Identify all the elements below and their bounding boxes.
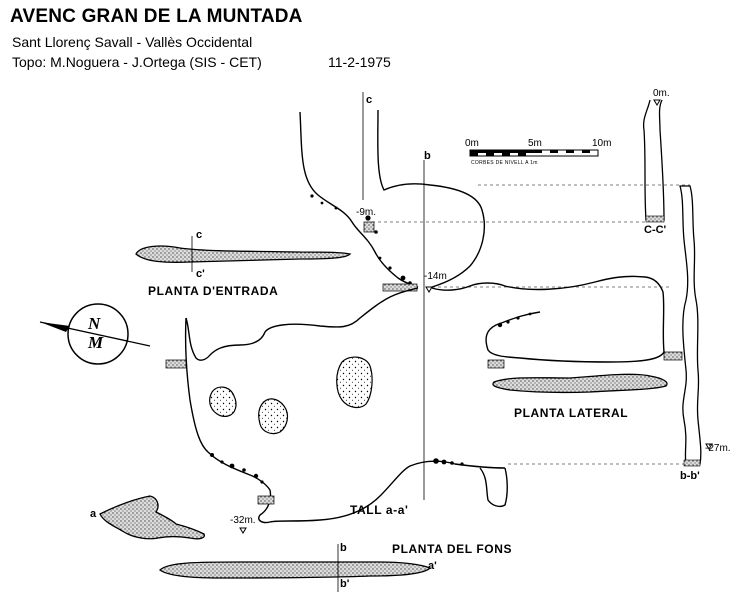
section-label-c: c	[196, 229, 203, 241]
scale-bar	[469, 149, 599, 157]
planta-lateral-shape	[492, 373, 668, 394]
scale-10m: 10m	[592, 138, 612, 149]
survey-date: 11-2-1975	[328, 54, 391, 70]
ledge-32	[257, 495, 275, 505]
label-planta-lateral: PLANTA LATERAL	[514, 406, 629, 420]
scale-0m: 0m	[465, 138, 479, 149]
rock-debris-entrance	[310, 194, 412, 285]
tall-bottom-step2	[258, 489, 272, 524]
tall-upper-right	[377, 109, 486, 288]
depth-marker-icons	[239, 99, 713, 534]
section-label-c-prime: c'	[196, 268, 205, 280]
planta-entrada-shape	[135, 245, 352, 263]
tall-chamber-lower-right	[485, 311, 665, 363]
planta-fons-shape	[159, 561, 432, 579]
page-title: AVENC GRAN DE LA MUNTADA	[10, 6, 303, 27]
section-bb-floor	[683, 459, 701, 467]
depth-32: -32m.	[230, 515, 256, 526]
section-label-a-prime: a'	[428, 560, 437, 572]
ledge-14	[382, 283, 418, 292]
section-label-cc: C-C'	[644, 224, 667, 236]
section-label-c-top: c	[366, 94, 373, 106]
tall-bottom-step	[479, 467, 508, 508]
ledge-left	[165, 359, 187, 369]
pillar-2	[258, 398, 289, 435]
tall-chamber-right	[431, 275, 665, 353]
ledge-right	[663, 351, 683, 361]
label-planta-fons: PLANTA DEL FONS	[392, 542, 513, 556]
depth-0: 0m.	[653, 88, 670, 99]
compass-letter-m: M	[88, 333, 104, 352]
section-bb	[679, 185, 702, 465]
tall-chamber-wall	[185, 287, 419, 361]
depth-14: -14m	[424, 271, 447, 282]
survey-credit: Topo: M.Noguera - J.Ortega (SIS - CET)	[12, 54, 262, 70]
section-label-b-top: b	[424, 150, 431, 162]
tall-bottom-floor	[269, 460, 506, 523]
depth-9: -9m.	[356, 207, 376, 218]
depth-27: -27m.	[705, 443, 731, 454]
rock-debris-floor	[210, 312, 532, 484]
north-arrow-icon	[39, 303, 151, 365]
section-label-b: b	[340, 542, 347, 554]
scale-5m: 5m	[528, 138, 542, 149]
label-tall: TALL a-a'	[350, 503, 409, 517]
compass-letter-n: N	[88, 314, 101, 333]
pillar-1	[209, 386, 237, 417]
pillar-3	[336, 356, 373, 409]
ledge-lateral	[487, 359, 505, 369]
label-planta-entrada: PLANTA D'ENTRADA	[148, 284, 279, 298]
section-cc	[642, 99, 665, 221]
scale-contour-note: CORBES DE NIVELL A 1m	[471, 160, 538, 166]
planta-fons-detail	[99, 495, 206, 540]
section-label-bb: b-b'	[680, 470, 700, 482]
location-subtitle: Sant Llorenç Savall - Vallès Occidental	[12, 34, 253, 50]
section-cc-floor	[645, 215, 665, 223]
tall-upper-wall	[299, 111, 419, 288]
section-label-b-prime: b'	[340, 578, 350, 590]
ledge-9	[363, 221, 375, 233]
section-label-a: a	[90, 508, 97, 520]
